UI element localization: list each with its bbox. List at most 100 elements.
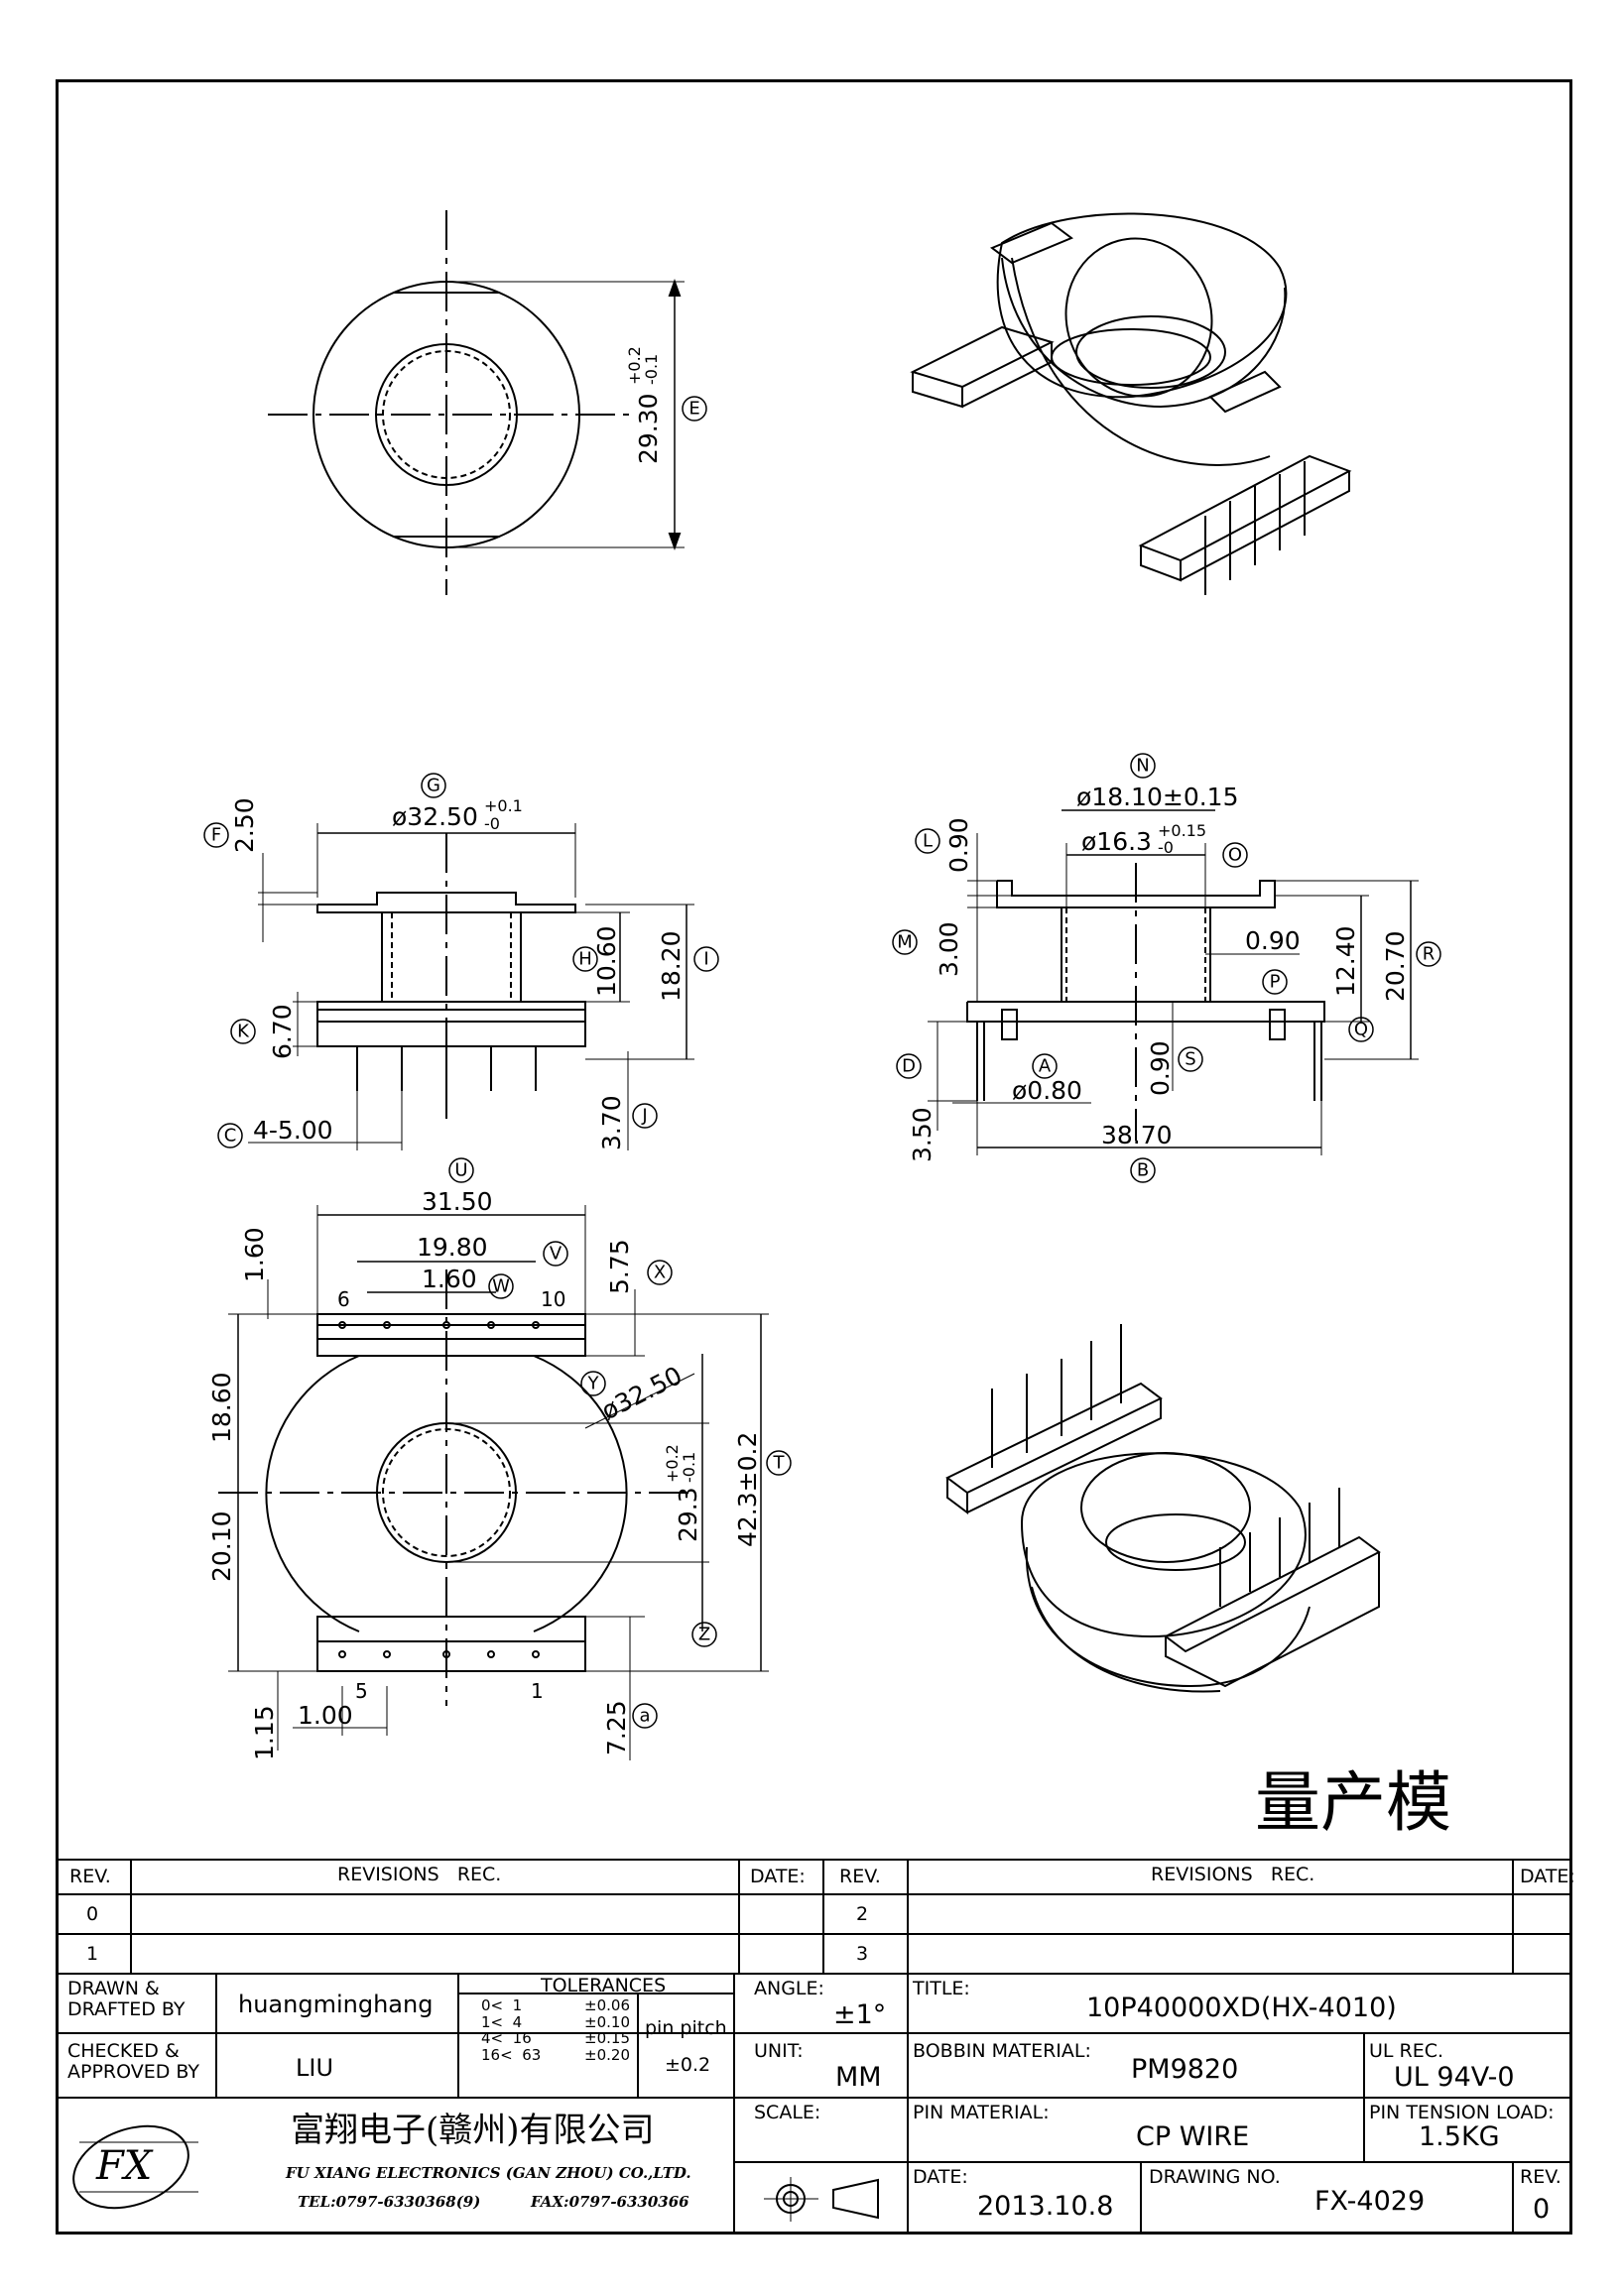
label-c: C (224, 1126, 237, 1147)
pin-tension-label: PIN TENSION LOAD: (1369, 2102, 1555, 2123)
dim-160-value: 1.60 (240, 1227, 269, 1282)
angle-value: ±1° (833, 1999, 887, 2030)
drawing-no-label: DRAWING NO. (1149, 2166, 1281, 2188)
pin-10-label: 10 (541, 1287, 565, 1311)
pin-tension-value: 1.5KG (1419, 2121, 1500, 2152)
dim-e-tol-minus: -0.1 (642, 354, 661, 385)
unit-value: MM (835, 2062, 882, 2093)
pin-material-value: CP WIRE (1136, 2121, 1250, 2152)
drawing-frame (56, 79, 1572, 2235)
pin-pitch-value: ±0.2 (665, 2054, 711, 2076)
dim-g-value: ø32.50 (392, 802, 478, 831)
label-x: X (654, 1263, 666, 1283)
rev-header-right: REV. (839, 1866, 881, 1887)
label-a: A (1039, 1056, 1052, 1077)
label-s: S (1185, 1049, 1195, 1070)
date-label: DATE: (913, 2166, 968, 2188)
label-e: E (688, 399, 699, 420)
dim-o-tol-plus: +0.15 (1158, 821, 1206, 840)
revisions-header-left: REVISIONS REC. (337, 1864, 502, 1885)
dim-u-value: 31.50 (422, 1187, 493, 1216)
company-name-cn: 富翔电子(赣州)有限公司 (291, 2111, 655, 2150)
label-m: M (897, 932, 913, 953)
tolerance-row: 16< 63 ±0.20 (481, 2045, 630, 2064)
dim-j-value: 3.70 (597, 1095, 626, 1150)
dim-a-lower-value: 7.25 (602, 1700, 631, 1755)
dim-100-value: 1.00 (298, 1701, 353, 1730)
dim-q-value: 12.40 (1331, 925, 1360, 997)
label-t: T (773, 1453, 786, 1474)
ul-rec-value: UL 94V-0 (1394, 2062, 1515, 2093)
company-name-en: FU XIANG ELECTRONICS (GAN ZHOU) CO.,LTD. (286, 2164, 691, 2182)
rev-value: 0 (1533, 2194, 1551, 2225)
isometric-view-bottom (945, 1324, 1381, 1693)
dim-w-value: 1.60 (422, 1265, 477, 1293)
tolerance-range: 16< 63 (481, 2045, 542, 2064)
dim-g-tol-minus: -0 (484, 814, 500, 833)
dim-i-value: 18.20 (657, 930, 686, 1002)
top-view: 29.30 +0.2 -0.1 E (268, 210, 707, 595)
mass-production-stamp: 量产模 (1255, 1764, 1451, 1841)
tolerance-range: 0< 1 (481, 1996, 523, 2014)
label-l: L (923, 831, 933, 852)
pin-5-label: 5 (355, 1679, 368, 1703)
dim-s-value: 0.90 (1146, 1040, 1175, 1096)
tolerance-value: ±0.06 (584, 1996, 630, 2014)
label-f: F (211, 825, 221, 846)
dim-g-tol-plus: +0.1 (484, 796, 523, 815)
tolerances-header: TOLERANCES (541, 1975, 667, 1996)
dim-2010-value: 20.10 (207, 1511, 236, 1582)
dim-o-value: ø16.3 (1081, 827, 1152, 856)
pin-1-label: 1 (531, 1679, 544, 1703)
label-u: U (454, 1160, 467, 1181)
company-fax: FAX:0797-6330366 (531, 2193, 689, 2211)
dim-y-value: ø32.50 (597, 1361, 687, 1425)
dim-r-value: 20.70 (1381, 930, 1410, 1002)
dim-k-value: 6.70 (268, 1004, 297, 1059)
label-o: O (1228, 845, 1242, 866)
tolerance-row: 0< 1 ±0.06 (481, 1997, 630, 2014)
dim-b-value: 38.70 (1101, 1121, 1173, 1149)
checked-by-value: LIU (296, 2054, 334, 2082)
isometric-view-top (910, 212, 1352, 595)
rev-header-left: REV. (69, 1866, 111, 1887)
tolerance-value: ±0.10 (584, 2012, 630, 2031)
angle-label: ANGLE: (754, 1978, 824, 1999)
tolerance-range: 4< 16 (481, 2029, 532, 2047)
unit-label: UNIT: (754, 2040, 804, 2062)
front-view: ø32.50 +0.1 -0 G 2.50 F 10.60 H 18.20 I … (203, 773, 719, 1150)
revisions-header-right: REVISIONS REC. (1151, 1864, 1315, 1885)
ul-rec-label: UL REC. (1369, 2040, 1444, 2062)
dim-p-value: 0.90 (1245, 926, 1301, 955)
tolerances-table: 0< 1 ±0.06 1< 4 ±0.10 4< 16 ±0.15 16< 63… (481, 1997, 630, 2063)
label-j: J (641, 1106, 647, 1127)
title-value: 10P40000XD(HX-4010) (1086, 1993, 1397, 2023)
dim-m-value: 3.00 (935, 921, 963, 977)
dim-x-value: 5.75 (605, 1239, 634, 1294)
title-block-grid (56, 1859, 1572, 2235)
label-w: W (492, 1276, 510, 1297)
dim-f-value: 2.50 (230, 797, 259, 853)
date-value: 2013.10.8 (977, 2191, 1114, 2222)
date-header-left: DATE: (750, 1866, 806, 1887)
bobbin-material-value: PM9820 (1131, 2054, 1239, 2085)
dim-e-tol-plus: +0.2 (625, 346, 644, 385)
rev-row-2: 2 (856, 1903, 869, 1925)
dim-v-value: 19.80 (417, 1233, 488, 1262)
label-k: K (237, 1022, 250, 1042)
pin-6-label: 6 (337, 1287, 350, 1311)
scale-label: SCALE: (754, 2102, 821, 2123)
checked-by-label: CHECKED & APPROVED BY (67, 2040, 200, 2083)
label-z: Z (698, 1625, 710, 1645)
label-q: Q (1354, 1020, 1368, 1040)
dim-293-value: 29.3 (674, 1487, 702, 1542)
bobbin-material-label: BOBBIN MATERIAL: (913, 2040, 1091, 2062)
drawn-by-value: huangminghang (238, 1991, 434, 2018)
tolerance-value: ±0.15 (584, 2029, 630, 2047)
label-i: I (703, 949, 708, 970)
tolerance-row: 1< 4 ±0.10 (481, 2012, 630, 2031)
label-r: R (1423, 944, 1436, 965)
rev-row-0: 0 (86, 1903, 99, 1925)
dim-a-value: ø0.80 (1012, 1076, 1082, 1105)
tolerance-value: ±0.20 (584, 2045, 630, 2064)
